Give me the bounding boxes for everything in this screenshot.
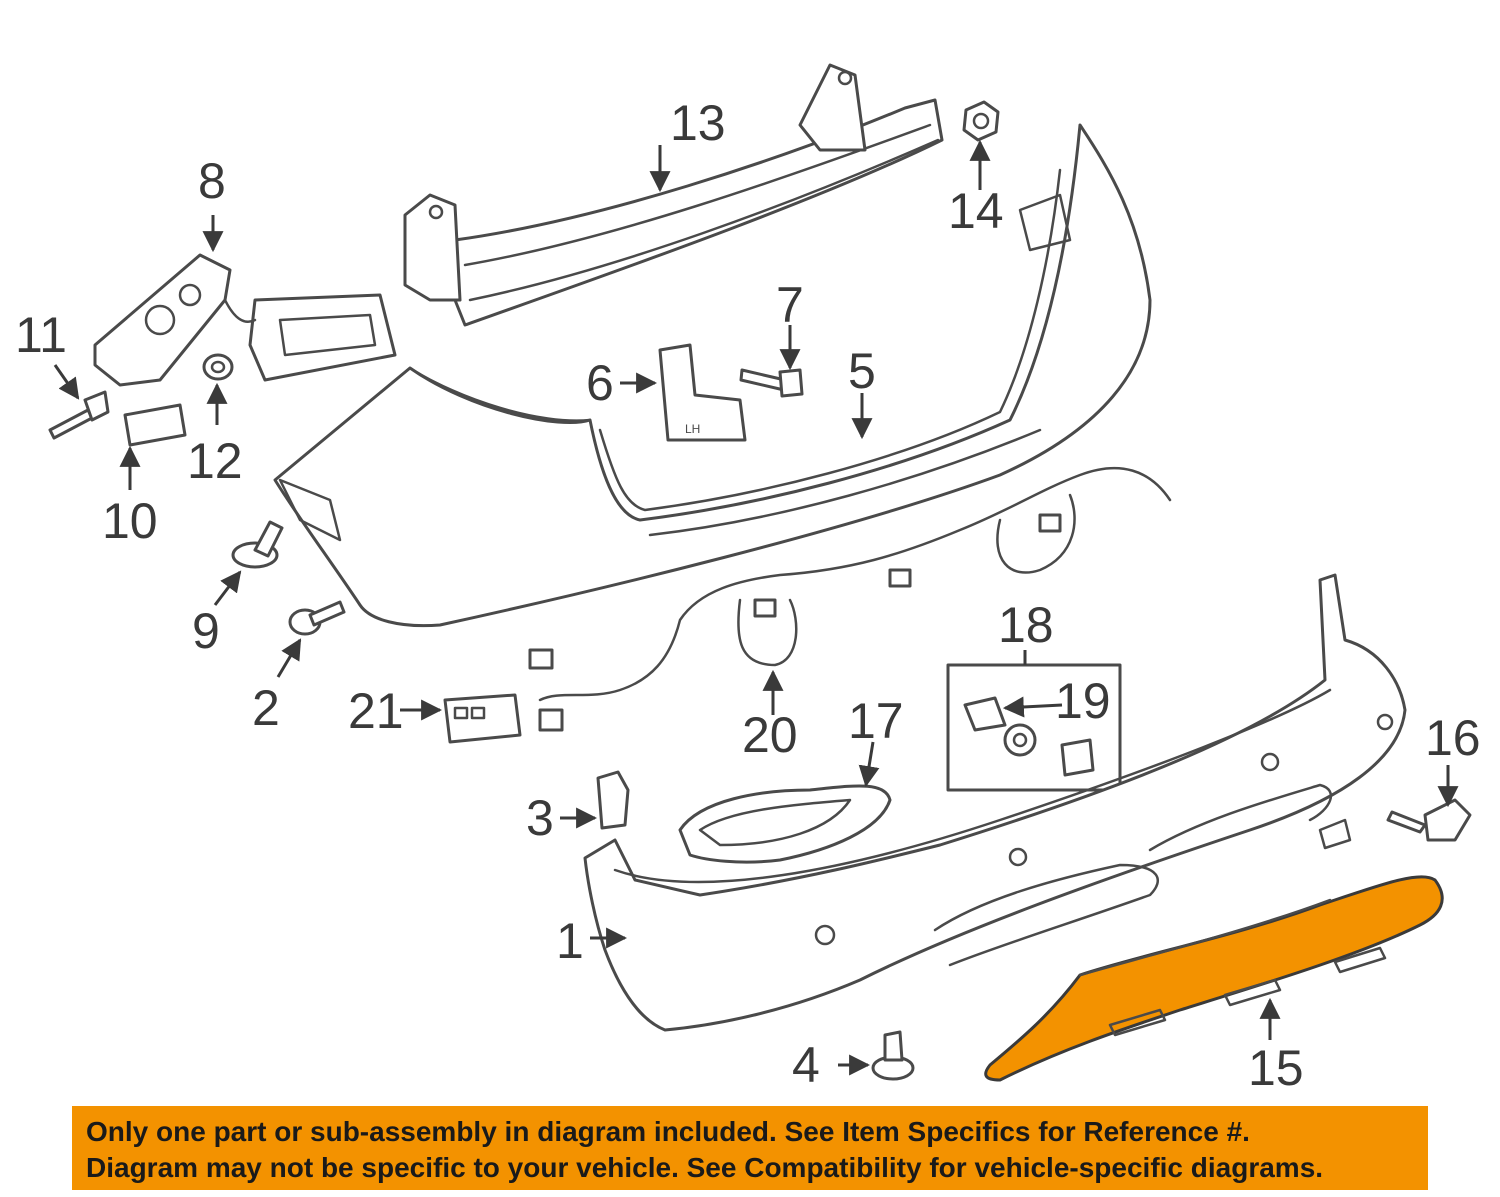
part-5-upper-fascia — [273, 123, 1152, 628]
callout-1: 1 — [556, 913, 584, 969]
callout-4: 4 — [792, 1037, 820, 1093]
part-2-bolt — [288, 600, 346, 636]
callout-5: 5 — [848, 343, 876, 399]
callout-13: 13 — [670, 95, 726, 151]
part-15-skid-plate — [984, 875, 1444, 1082]
part-18-kit-box — [946, 663, 1122, 792]
part-8-lamp-bracket — [93, 253, 397, 387]
callout-6: 6 — [586, 355, 614, 411]
callout-15: 15 — [1248, 1040, 1304, 1096]
callout-18: 18 — [998, 597, 1054, 653]
callout-2: 2 — [252, 680, 280, 736]
callout-21: 21 — [348, 683, 404, 739]
part-3-retainer — [596, 770, 630, 830]
callout-9: 9 — [192, 603, 220, 659]
part-6-bracket: LH — [658, 343, 747, 442]
callout-7: 7 — [776, 277, 804, 333]
disclaimer-line-1: Only one part or sub-assembly in diagram… — [86, 1116, 1250, 1147]
callout-20: 20 — [742, 707, 798, 763]
callout-12: 12 — [187, 433, 243, 489]
callout-11: 11 — [15, 307, 67, 363]
part-13-reinforcement-bar — [403, 63, 944, 327]
callout-17: 17 — [848, 693, 904, 749]
part-12-nut — [202, 353, 234, 381]
part-20-wiring-harness — [528, 466, 1172, 732]
callout-3: 3 — [526, 790, 554, 846]
leader-lines — [53, 139, 1459, 1076]
disclaimer-line-2: Diagram may not be specific to your vehi… — [86, 1152, 1324, 1183]
callout-14: 14 — [948, 183, 1004, 239]
callout-16: 16 — [1425, 710, 1481, 766]
bracket-marking-lh: LH — [685, 422, 700, 436]
part-10-clip — [123, 403, 187, 447]
part-14-nut — [962, 100, 1000, 142]
callout-10: 10 — [102, 493, 158, 549]
part-21-sensor-module — [443, 693, 522, 744]
callout-19: 19 — [1055, 673, 1111, 729]
part-1-lower-bumper — [583, 573, 1407, 1032]
part-9-push-pin — [231, 520, 284, 569]
disclaimer-banner: Only one part or sub-assembly in diagram… — [72, 1106, 1428, 1190]
callout-labels: 13 8 11 10 12 14 7 6 5 9 2 21 20 17 18 1… — [15, 95, 1481, 1096]
part-7-bolt — [739, 368, 804, 398]
callout-8: 8 — [198, 153, 226, 209]
part-16-tow-cover — [1386, 798, 1472, 842]
part-17-reflector-bezel — [678, 784, 892, 864]
part-11-push-pin — [48, 390, 110, 440]
part-4-push-pin — [871, 1030, 915, 1081]
